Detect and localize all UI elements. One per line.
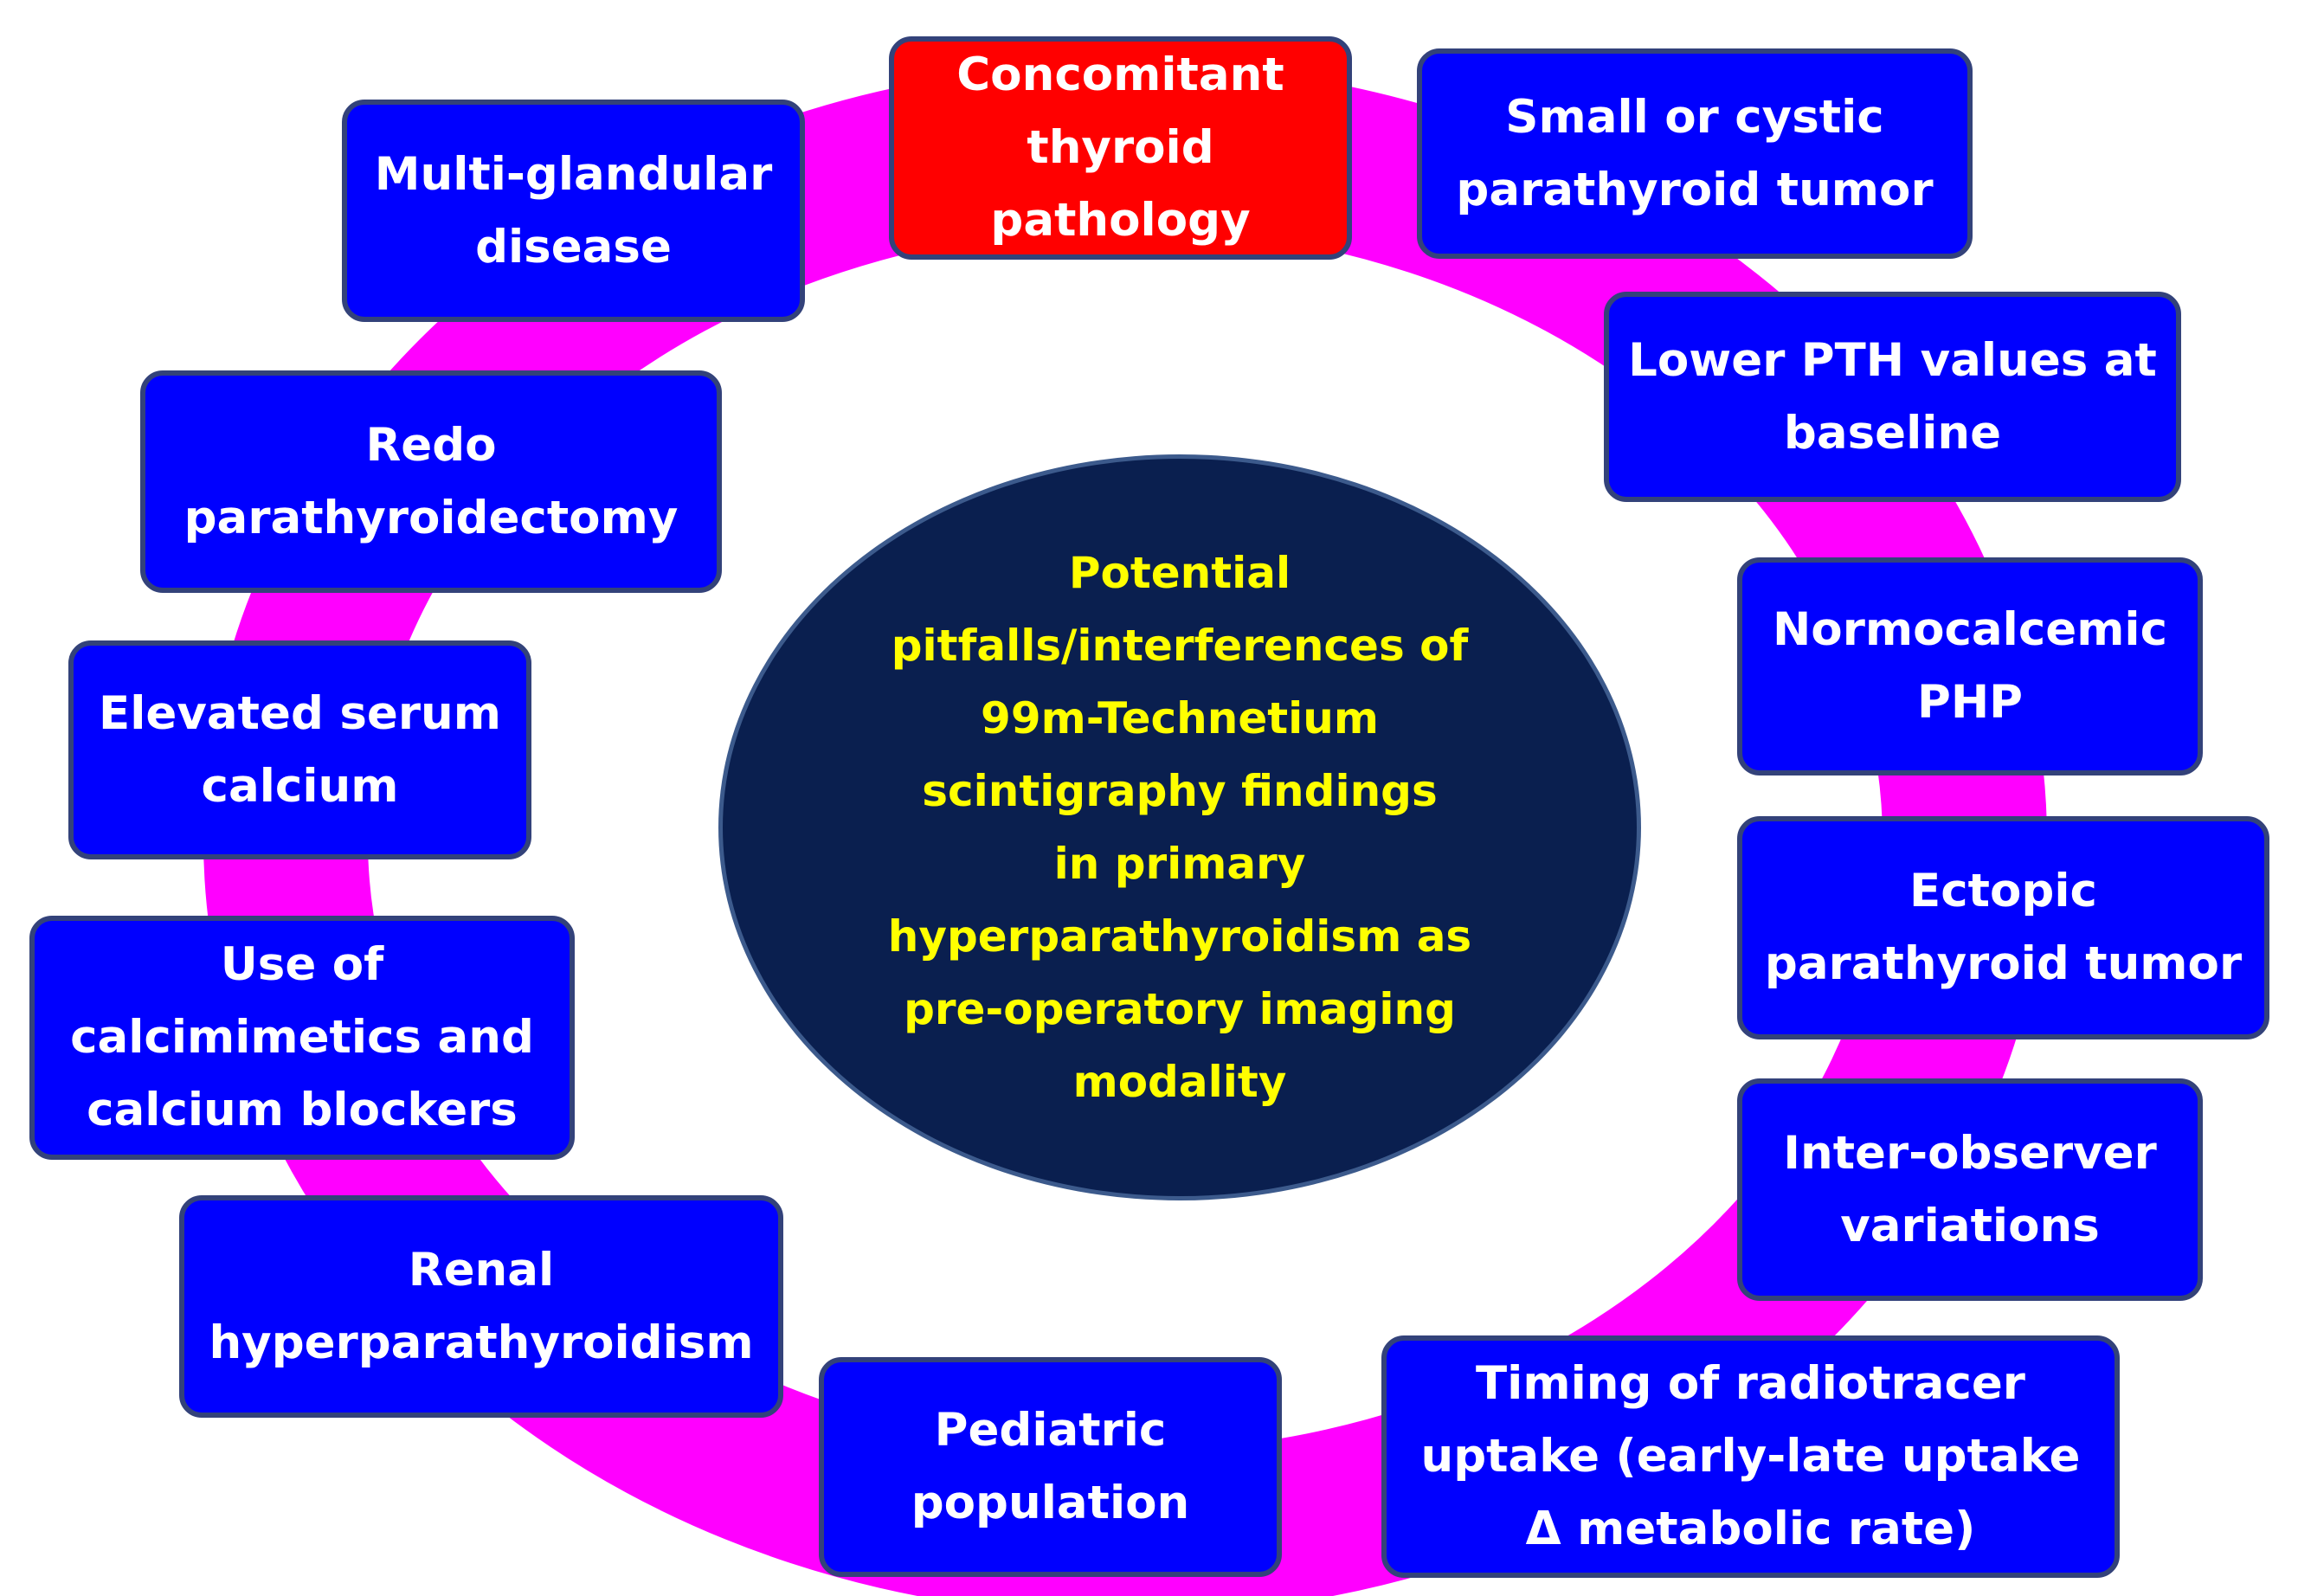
node-calcimimetics: Use of calcimimetics and calcium blocker… [29, 916, 575, 1160]
central-topic-text: Potential pitfalls/interferences of 99m-… [887, 548, 1472, 1107]
node-timing-radiotracer: Timing of radiotracer uptake (early-late… [1381, 1335, 2120, 1578]
node-lower-pth-values: Lower PTH values at baseline [1604, 292, 2181, 502]
node-elevated-calcium: Elevated serum calcium [68, 640, 531, 859]
node-pediatric-population: Pediatric population [819, 1357, 1282, 1577]
node-redo-surgery: Redo parathyroidectomy [140, 370, 722, 593]
node-concomitant-thyroid-pathology: Concomitant thyroid pathology [889, 36, 1352, 260]
node-ectopic-tumor: Ectopic parathyroid tumor [1737, 816, 2269, 1039]
node-inter-observer: Inter-observer variations [1737, 1078, 2203, 1301]
node-normocalcemic-php: Normocalcemic PHP [1737, 557, 2203, 775]
central-topic: Potential pitfalls/interferences of 99m-… [718, 454, 1641, 1200]
node-multi-glandular: Multi-glandular disease [342, 100, 805, 322]
node-small-or-cystic-tumor: Small or cystic parathyroid tumor [1417, 48, 1973, 259]
node-renal-hpt: Renal hyperparathyroidism [179, 1195, 783, 1418]
